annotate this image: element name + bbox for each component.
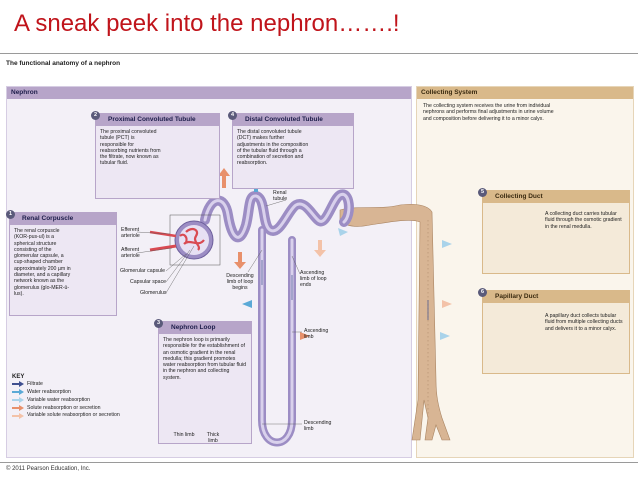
- nephron-header: Nephron: [7, 87, 411, 99]
- nephron-loop-title: Nephron Loop: [159, 322, 251, 334]
- renal-corpuscle-box: Renal Corpuscle The renal corpuscle (KOR…: [9, 212, 117, 316]
- key-label: Filtrate: [27, 381, 43, 387]
- nephron-loop-number-badge: 3: [154, 319, 163, 328]
- renal-tubule-label: Renal tubule: [273, 190, 288, 202]
- key-item: Filtrate: [12, 380, 152, 388]
- key-label: Variable solute reabsorption or secretio…: [27, 412, 120, 418]
- leader-lines: [136, 199, 302, 425]
- bottom-divider: [0, 462, 638, 463]
- key-item: Solute reabsorption or secretion: [12, 404, 152, 412]
- renal-corpuscle-highlight: [169, 214, 221, 266]
- thick-limb-label: Thick limb: [206, 432, 220, 444]
- figure-title: The functional anatomy of a nephron: [6, 60, 121, 67]
- efferent-arteriole-label: Efferent arteriole: [121, 227, 140, 239]
- pct-text: The proximal convoluted tubule (PCT) is …: [100, 129, 161, 167]
- key-swatch-variable-solute: [12, 413, 24, 419]
- papillary-duct-title: Papillary Duct: [483, 291, 629, 303]
- glomerular-capsule-label: Glomerular capsule: [120, 268, 165, 274]
- dct-title: Distal Convoluted Tubule: [233, 114, 353, 126]
- afferent-arteriole-shape: [149, 244, 177, 252]
- dct-box: Distal Convoluted Tubule The distal conv…: [232, 113, 354, 189]
- key-swatch-variable-water: [12, 397, 24, 403]
- key-swatch-water: [12, 389, 24, 395]
- capsular-space-label: Capsular space: [130, 279, 167, 285]
- key-item: Water reabsorption: [12, 388, 152, 396]
- key-label: Solute reabsorption or secretion: [27, 405, 101, 411]
- renal-tubule-lumen: [203, 192, 351, 239]
- nephron-loop-box: Nephron Loop The nephron loop is primari…: [158, 321, 252, 444]
- key-swatch-filtrate: [12, 381, 24, 387]
- key-title: KEY: [12, 374, 25, 380]
- filtrate-flow: [261, 260, 429, 320]
- collecting-system-header: Collecting System: [417, 87, 633, 99]
- collecting-duct-shape: [339, 203, 451, 441]
- glomerulus-shape: [179, 227, 205, 251]
- collecting-duct-text: A collecting duct carries tubular fluid …: [545, 211, 622, 230]
- copyright-text: © 2011 Pearson Education, Inc.: [6, 466, 91, 472]
- renal-corpuscle-text: The renal corpuscle (KOR-pus-ul) is a sp…: [14, 228, 71, 297]
- pct-title: Proximal Convoluted Tubule: [96, 114, 219, 126]
- key-label: Water reabsorption: [27, 389, 71, 395]
- dct-number-badge: 4: [228, 111, 237, 120]
- nephron-loop-lumen: [260, 228, 294, 444]
- descending-limb-label: Descending limb: [304, 420, 332, 432]
- renal-corpuscle-title: Renal Corpuscle: [10, 213, 116, 225]
- collecting-system-text: The collecting system receives the urine…: [423, 103, 554, 122]
- nephron-loop-text: The nephron loop is primarily responsibl…: [163, 337, 247, 381]
- afferent-arteriole-label: Afferent arteriole: [121, 247, 140, 259]
- renal-corpuscle-number-badge: 1: [6, 210, 15, 219]
- descending-loop-begins-label: Descending limb of loop begins: [226, 273, 254, 291]
- key-item: Variable water reabsorption: [12, 396, 152, 404]
- key-legend: KEY Filtrate Water reabsorption Variable…: [12, 374, 152, 426]
- thin-limb-label: Thin limb: [173, 432, 195, 438]
- nephron-loop-shape: [258, 226, 296, 447]
- papillary-duct-text: A papillary duct collects tubular fluid …: [545, 313, 623, 332]
- key-label: Variable water reabsorption: [27, 397, 91, 403]
- collecting-duct-number-badge: 5: [478, 188, 487, 197]
- key-item: Variable solute reabsorption or secretio…: [12, 412, 152, 426]
- glomerulus-label: Glomerulus: [140, 290, 167, 296]
- papillary-duct-number-badge: 6: [478, 288, 487, 297]
- ascending-limb-label: Ascending limb: [304, 328, 329, 340]
- pct-box: Proximal Convoluted Tubule The proximal …: [95, 113, 220, 199]
- key-swatch-solute: [12, 405, 24, 411]
- top-divider: [0, 53, 638, 54]
- dct-text: The distal convoluted tubule (DCT) makes…: [237, 129, 309, 167]
- collecting-duct-box: Collecting Duct A collecting duct carrie…: [482, 190, 630, 274]
- slide-title: A sneak peek into the nephron…….!: [14, 10, 400, 37]
- ascending-loop-ends-label: Ascending limb of loop ends: [300, 270, 327, 288]
- efferent-arteriole-shape: [149, 230, 177, 238]
- pct-number-badge: 2: [91, 111, 100, 120]
- papillary-duct-box: Papillary Duct A papillary duct collects…: [482, 290, 630, 374]
- collecting-duct-title: Collecting Duct: [483, 191, 629, 203]
